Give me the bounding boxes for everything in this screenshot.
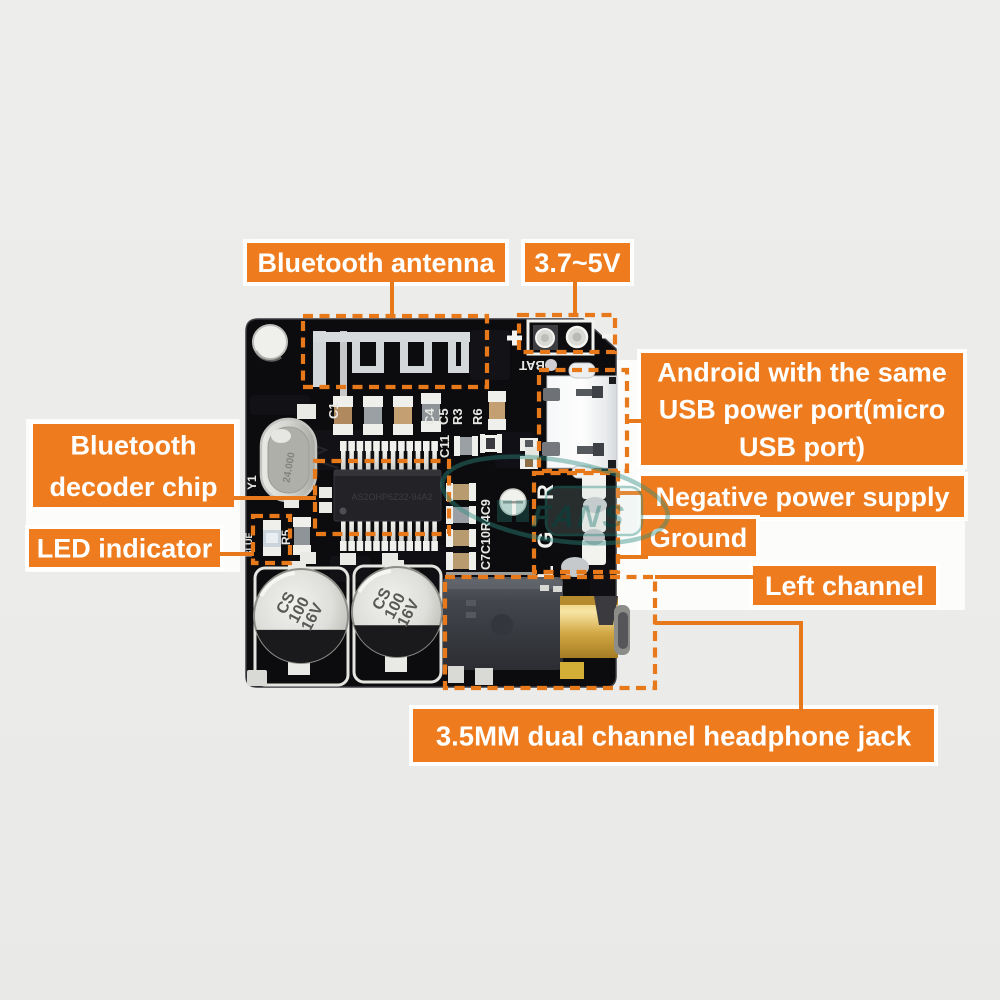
svg-text:C11: C11	[437, 435, 452, 458]
svg-text:3.5MM dual channel headphone j: 3.5MM dual channel headphone jack	[436, 720, 912, 751]
svg-text:R6: R6	[470, 408, 485, 425]
svg-text:3.7~5V: 3.7~5V	[534, 248, 620, 278]
svg-text:BAT: BAT	[519, 358, 545, 373]
svg-text:Bluetooth: Bluetooth	[71, 431, 197, 461]
svg-text:AS2OHP6Z32-94A2: AS2OHP6Z32-94A2	[351, 492, 432, 502]
svg-text:R: R	[533, 484, 558, 500]
svg-text:Y1: Y1	[245, 475, 259, 490]
svg-text:BLUE: BLUE	[244, 533, 254, 558]
svg-text:Ground: Ground	[650, 523, 747, 553]
svg-text:USB port): USB port)	[739, 432, 865, 462]
svg-text:decoder chip: decoder chip	[49, 472, 217, 502]
svg-text:24.000: 24.000	[281, 451, 297, 483]
svg-text:C4: C4	[422, 408, 437, 425]
svg-text:FANS: FANS	[530, 499, 628, 534]
svg-text:Left channel: Left channel	[765, 571, 924, 601]
svg-text:Android with the same: Android with the same	[657, 357, 947, 387]
svg-text:C5: C5	[436, 408, 451, 425]
svg-text:Bluetooth antenna: Bluetooth antenna	[258, 248, 496, 278]
svg-text:C1: C1	[326, 402, 341, 419]
svg-text:G: G	[533, 531, 558, 548]
svg-text:USB power port(micro: USB power port(micro	[659, 395, 946, 425]
svg-text:R3: R3	[450, 408, 465, 425]
svg-text:Negative power supply: Negative power supply	[655, 482, 949, 512]
svg-text:C7C10R4C9: C7C10R4C9	[479, 499, 493, 570]
svg-text:LED indicator: LED indicator	[37, 534, 213, 564]
